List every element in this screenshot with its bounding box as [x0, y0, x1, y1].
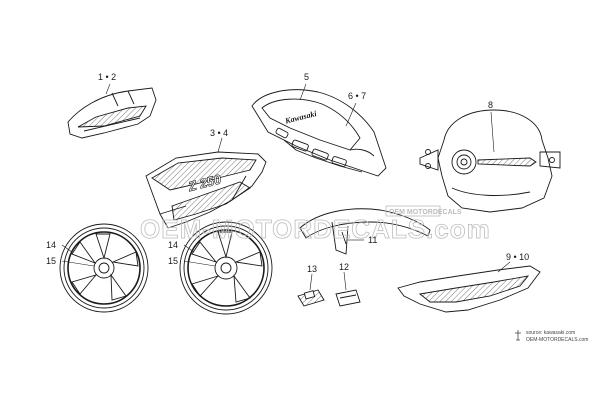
leader-line	[105, 83, 111, 95]
callout-8: 8	[488, 100, 493, 110]
tail-cowl	[397, 265, 541, 313]
leader-line	[183, 244, 195, 253]
leader-line	[490, 111, 495, 153]
fuel-tank	[419, 109, 561, 213]
tank-shroud-panel	[145, 151, 267, 229]
callout-11: 11	[368, 235, 377, 245]
leader-line	[343, 271, 347, 291]
callout-6-7: 6 • 7	[348, 91, 366, 101]
side-cover-panel	[67, 87, 157, 139]
leader-line	[61, 260, 95, 267]
label-sticker-12	[335, 289, 361, 307]
callout-15-left: 15	[46, 256, 56, 266]
wheel-left	[59, 223, 149, 313]
callout-13: 13	[307, 264, 317, 274]
source-credit-line2: OEM-MOTORDECALS.com	[526, 337, 588, 343]
leader-line	[309, 273, 313, 291]
callout-3-4: 3 • 4	[210, 128, 228, 138]
callout-1-2: 1 • 2	[98, 72, 116, 82]
callout-15-right: 15	[168, 256, 178, 266]
callout-5: 5	[304, 72, 309, 82]
leader-line	[299, 83, 307, 101]
watermark-text: OEM-MOTORDECALS.com	[140, 214, 491, 244]
leader-line	[183, 260, 216, 267]
callout-9-10: 9 • 10	[506, 252, 529, 262]
seat-cowl	[251, 89, 387, 177]
wheel-right	[179, 221, 273, 315]
leader-line	[61, 244, 73, 253]
callout-14-left: 14	[46, 240, 56, 250]
source-credit-line1: source: kawasaki.com	[526, 330, 575, 336]
watermark-badge: OEM MOTORDECALS	[385, 205, 462, 217]
svg-text:OEM MOTORDECALS: OEM MOTORDECALS	[389, 209, 462, 216]
leader-line	[497, 261, 511, 273]
mascot-icon	[515, 330, 521, 341]
small-decal-13	[297, 289, 325, 307]
leader-line	[345, 102, 357, 127]
callout-14-right: 14	[168, 240, 178, 250]
callout-12: 12	[339, 262, 349, 272]
leader-line	[217, 137, 223, 153]
source-credit: source: kawasaki.com OEM-MOTORDECALS.com	[515, 330, 588, 343]
